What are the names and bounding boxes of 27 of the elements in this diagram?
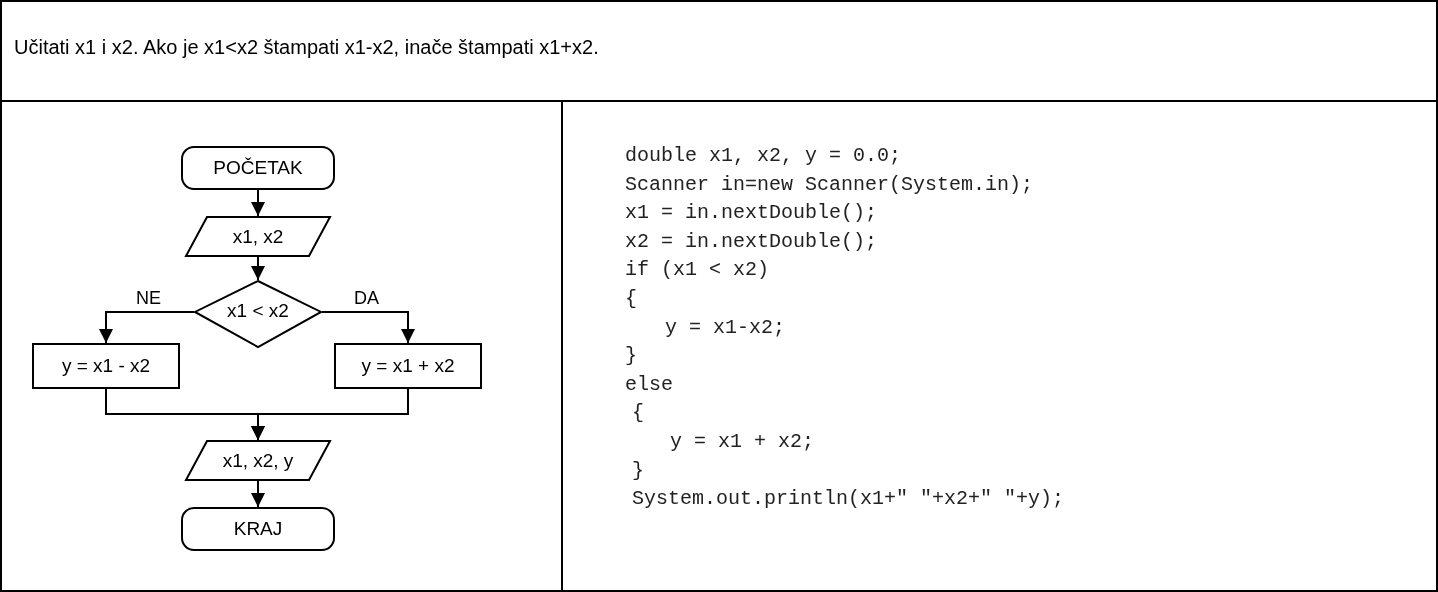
code-line: if (x1 < x2)	[625, 258, 770, 282]
terminal-shape: KRAJ	[181, 507, 335, 551]
terminal-shape: POČETAK	[181, 146, 335, 190]
code-line: {	[625, 287, 637, 310]
code-line: y = x1-x2;	[665, 315, 786, 339]
code-line: double x1, x2, y = 0.0;	[625, 144, 902, 167]
input-output-parallelogram: x1, x2	[185, 216, 331, 257]
task-statement: Učitati x1 i x2. Ako je x1<x2 štampati x1-x2, inače štampati x1+x2.	[14, 36, 599, 59]
process-box: y = x1 + x2	[334, 343, 482, 389]
code-line: System.out.println(x1+" "+x2+" "+y);	[632, 487, 1065, 511]
code-line: }	[632, 458, 644, 482]
arrow	[321, 310, 415, 344]
code-line: {	[632, 401, 644, 425]
code-line: x1 = in.nextDouble();	[625, 201, 878, 225]
arrow	[251, 256, 265, 281]
code-line: else	[625, 372, 673, 396]
arrow	[251, 480, 265, 508]
code-line: y = x1 + x2;	[670, 430, 815, 453]
code-line: }	[625, 344, 637, 368]
arrow	[251, 388, 409, 441]
process-box: y = x1 - x2	[32, 343, 180, 389]
code-line: Scanner in=new Scanner(System.in);	[625, 172, 1034, 196]
decision-diamond: x1 < x2	[194, 280, 322, 348]
arrow	[99, 310, 195, 344]
arrow	[251, 189, 265, 217]
code-line: x2 = in.nextDouble();	[625, 229, 878, 253]
input-output-parallelogram: x1, x2, y	[185, 440, 331, 481]
